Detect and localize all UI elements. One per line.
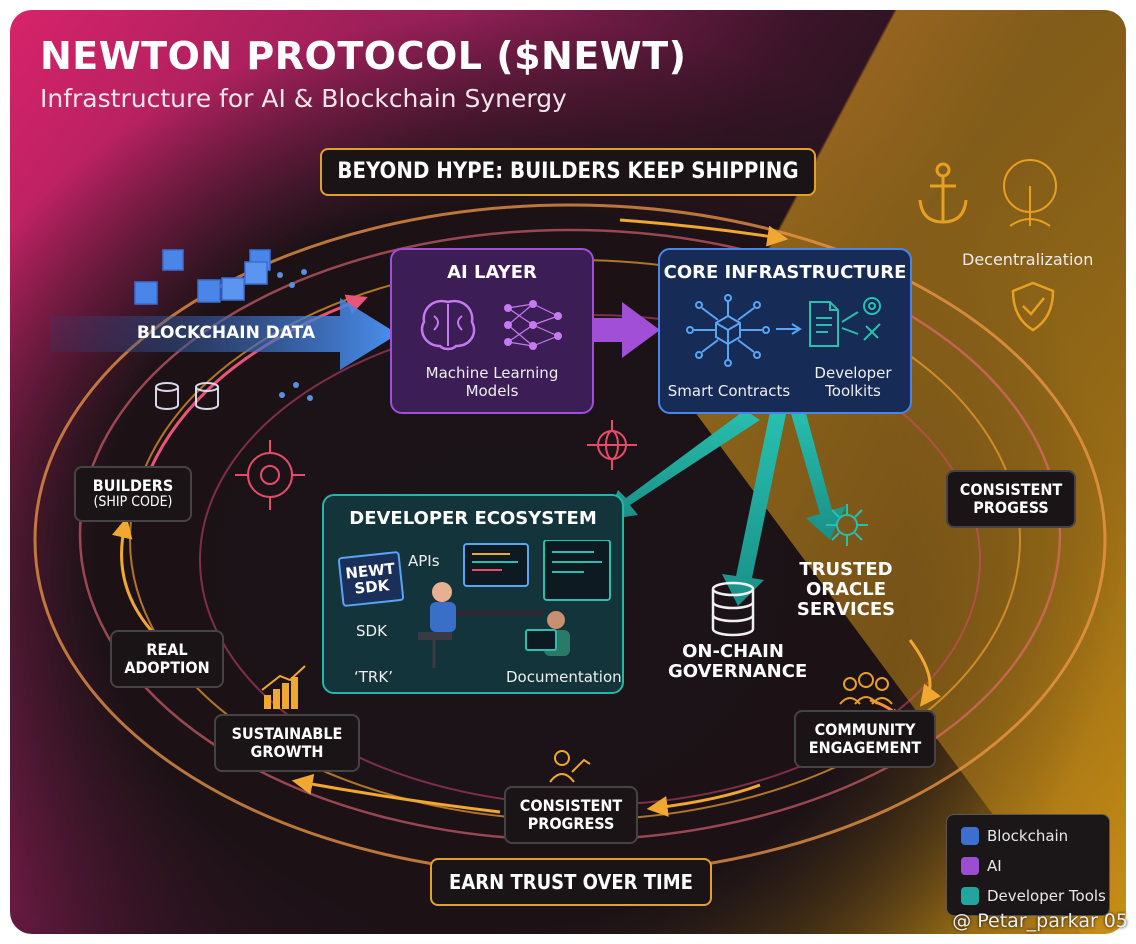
data-dots [277,269,313,401]
real-adoption-pill: REAL ADOPTION [110,630,224,688]
anchor-icon [918,162,968,224]
builders-sub-text: (SHIP CODE) [93,494,173,511]
sustainable-growth-pill: SUSTAINABLE GROWTH [214,714,360,772]
page-subtitle: Infrastructure for AI & Blockchain Syner… [40,84,567,113]
community-engagement-pill: COMMUNITY ENGAGEMENT [794,710,936,768]
globe-icon [587,420,637,470]
people-icon [839,672,893,705]
builders-pill: BUILDERS (SHIP CODE) [74,466,192,522]
banner-top: BEYOND HYPE: BUILDERS KEEP SHIPPING [320,148,816,196]
arrow-right-icon [776,323,802,335]
blockchain-data-arrow [50,298,398,370]
legend-label-ai: AI [987,857,1002,875]
cube-network-icon [686,294,770,367]
legend: Blockchain AI Developer Tools [946,814,1110,916]
legend-swatch-developer-tools [961,887,979,905]
ai-to-core-arrow [590,302,660,358]
legend-label-developer-tools: Developer Tools [987,887,1106,905]
on-chain-governance-label: ON-CHAIN GOVERNANCE [668,641,808,683]
consistent-progess-text: CONSISTENT PROGESS [959,480,1063,517]
ai-layer-panel: AI LAYER Machine Learning Models [390,248,594,414]
legend-item-developer-tools: Developer Tools [961,887,1106,905]
newt-sdk-badge: NEWT SDK [337,550,405,608]
developer-toolkits-label: Developer Toolkits [814,364,892,400]
developers-at-desk-icon [418,540,611,668]
newt-sdk-text: NEWT SDK [344,559,396,598]
database-icon [711,581,755,637]
core-infrastructure-panel: CORE INFRASTRUCTURE Smart Contracts Deve… [658,248,912,414]
person-growth-icon [549,750,591,783]
blockchain-data-label: BLOCKCHAIN DATA [136,323,316,343]
banner-bottom-text: EARN TRUST OVER TIME [449,869,693,894]
legend-item-blockchain: Blockchain [961,827,1068,845]
sdk-label: SDK [356,622,387,640]
decentralization-label: Decentralization [962,250,1094,269]
network-node-icon [235,440,305,510]
developer-ecosystem-title: DEVELOPER ECOSYSTEM [349,508,597,529]
blockchain-cubes-icon [134,249,271,305]
brain-icon [420,299,476,351]
legend-item-ai: AI [961,857,1002,875]
legend-swatch-ai [961,857,979,875]
documentation-label: Documentation [506,668,622,686]
consistent-progess-pill: CONSISTENT PROGESS [946,470,1076,528]
sustainable-growth-text: SUSTAINABLE GROWTH [231,724,343,761]
smart-contracts-label: Smart Contracts [667,382,791,400]
tree-icon [1003,159,1057,227]
growth-chart-icon [261,665,306,709]
oracle-node-icon [826,504,868,546]
neural-net-icon [504,300,562,350]
apis-label: APIs [408,552,440,570]
core-distribution-arrows [605,406,846,606]
community-engagement-text: COMMUNITY ENGAGEMENT [808,720,922,757]
trk-label: ‘TRK’ [354,668,393,686]
legend-swatch-blockchain [961,827,979,845]
banner-top-text: BEYOND HYPE: BUILDERS KEEP SHIPPING [337,158,799,184]
real-adoption-text: REAL ADOPTION [124,640,210,677]
builders-text: BUILDERS [92,476,174,496]
trusted-oracle-label: TRUSTED ORACLE SERVICES [796,559,896,621]
consistent-progress-text: CONSISTENT PROGRESS [519,796,623,833]
watermark: @ Petar_parkar 05 [952,910,1128,932]
page-title: NEWTON PROTOCOL ($NEWT) [40,34,687,78]
database-stack-icon [155,382,219,410]
developer-ecosystem-panel: DEVELOPER ECOSYSTEM NEWT SDK APIs SDK ‘T… [322,494,624,694]
ai-layer-caption: Machine Learning Models [425,364,559,400]
legend-label-blockchain: Blockchain [987,827,1069,845]
banner-bottom: EARN TRUST OVER TIME [430,858,712,906]
ai-layer-title: AI LAYER [447,262,537,283]
shield-check-icon [1011,281,1055,332]
consistent-progress-pill: CONSISTENT PROGRESS [504,786,638,844]
core-infrastructure-title: CORE INFRASTRUCTURE [663,262,907,283]
document-gear-icon [809,297,881,347]
